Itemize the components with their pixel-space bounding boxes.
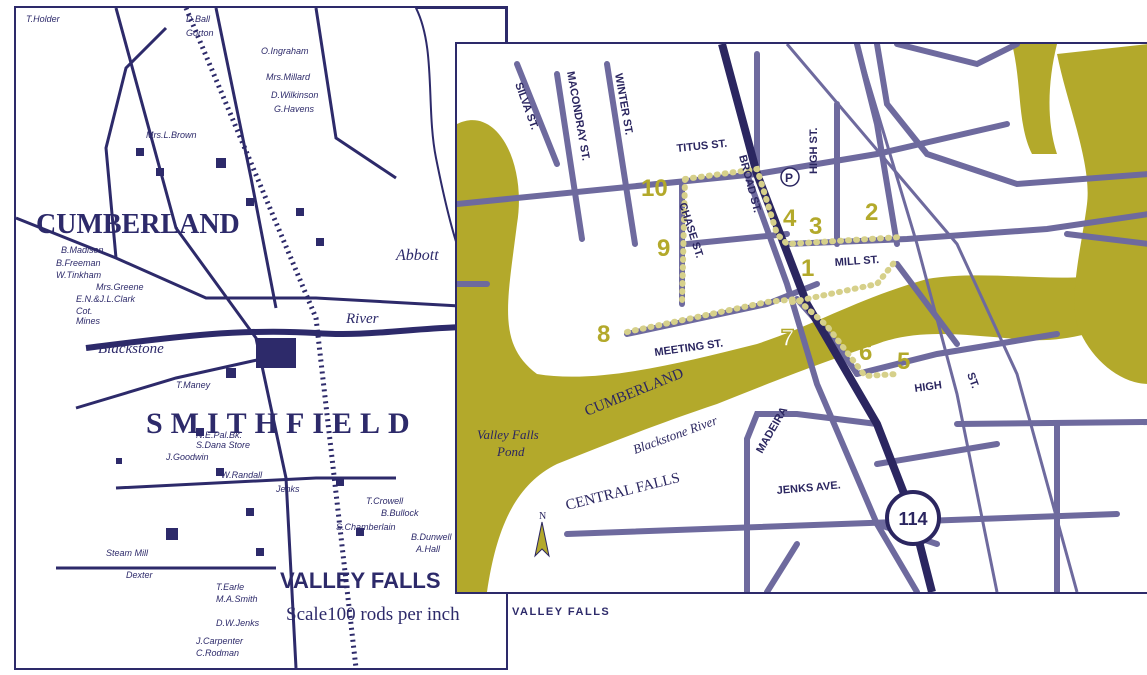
historic-railroad <box>183 8 359 668</box>
historic-label-abbott: Abbott <box>395 247 439 264</box>
owner-name: B.Freeman <box>56 258 101 268</box>
street-label: TITUS ST. <box>676 138 728 155</box>
stop-marker-8: 8 <box>597 321 610 348</box>
owner-name: C.Rodman <box>196 648 239 658</box>
owner-name: J.Carpenter <box>195 636 244 646</box>
owner-name: Mrs.L.Brown <box>146 130 197 140</box>
stop-marker-6: 6 <box>859 339 872 366</box>
owner-name: G.Havens <box>274 104 315 114</box>
east-water <box>1057 44 1147 384</box>
owner-name: Mrs.Greene <box>96 282 144 292</box>
historic-label-river: River <box>345 311 379 327</box>
owner-name: Mrs.Millard <box>266 72 311 82</box>
owner-name: Gorton <box>186 28 214 38</box>
historic-map: CUMBERLAND SMITHFIELD Blackstone River A… <box>14 6 508 670</box>
walking-route <box>624 165 905 380</box>
place-label-central-falls: CENTRAL FALLS <box>564 470 681 514</box>
historic-label-valley-falls: VALLEY FALLS <box>280 568 441 593</box>
owner-name: T.Holder <box>26 14 61 24</box>
stop-marker-7: 7 <box>781 325 794 352</box>
blackstone-river-water <box>457 120 1147 592</box>
map-caption: VALLEY FALLS <box>512 606 611 618</box>
owner-name: D.Ball <box>186 14 211 24</box>
stop-marker-5: 5 <box>897 348 910 375</box>
historic-blackstone-river <box>85 323 506 351</box>
parking-label: P <box>785 171 793 185</box>
route-114-shield <box>885 490 941 546</box>
owner-name: W.Tinkham <box>56 270 102 280</box>
owner-name: Cot. <box>76 306 93 316</box>
stop-marker-2: 2 <box>865 199 878 226</box>
owner-name: S.Dana Store <box>196 440 250 450</box>
owner-name: B.Madison <box>61 245 104 255</box>
owner-name: Steam Mill <box>106 548 149 558</box>
north-water <box>1012 44 1057 154</box>
owner-name: Mines <box>76 316 101 326</box>
historic-owner-names: T.Holder D.Ball Gorton O.Ingraham Mrs.Mi… <box>26 14 453 658</box>
stop-marker-10: 10 <box>641 175 668 202</box>
owner-name: O.Ingraham <box>261 46 309 56</box>
owner-name: M.A.Smith <box>216 594 258 604</box>
street-label: HIGH <box>914 379 943 395</box>
owner-name: J.Goodwin <box>165 452 209 462</box>
owner-name: T.Crowell <box>366 496 404 506</box>
owner-name: N.E.Pal.Bk. <box>196 430 242 440</box>
street-label: MILL ST. <box>834 254 879 269</box>
owner-name: D.W.Jenks <box>216 618 260 628</box>
modern-map: SILVA ST. MACONDRAY ST. WINTER ST. TITUS… <box>455 42 1147 594</box>
stop-marker-1: 1 <box>801 255 814 282</box>
owner-name: S.Chamberlain <box>336 522 396 532</box>
north-label: N <box>539 511 546 522</box>
owner-name: W.Randall <box>221 470 263 480</box>
owner-name: T.Maney <box>176 380 211 390</box>
historic-label-blackstone: Blackstone <box>98 341 164 357</box>
north-arrow-icon <box>534 521 550 558</box>
owner-name: B.Dunwell <box>411 532 453 542</box>
historic-town-cumberland: CUMBERLAND <box>36 209 240 240</box>
historic-map-drawing: CUMBERLAND SMITHFIELD Blackstone River A… <box>16 8 506 668</box>
stop-marker-4: 4 <box>783 205 797 232</box>
street-label: JENKS AVE. <box>776 479 841 497</box>
historic-buildings <box>116 148 364 556</box>
modern-streets <box>457 44 1147 592</box>
modern-railroads <box>785 44 1079 592</box>
owner-name: D.Wilkinson <box>271 90 318 100</box>
place-label-pond: Pond <box>496 444 525 459</box>
stop-marker-3: 3 <box>809 213 822 240</box>
place-label-valley-falls-pond: Valley Falls <box>477 427 539 442</box>
tour-stops: 1 2 3 4 5 6 7 8 9 10 <box>597 175 910 375</box>
historic-town-smithfield: SMITHFIELD <box>146 407 418 440</box>
owner-name: E.N.&J.L.Clark <box>76 294 136 304</box>
owner-name: Dexter <box>126 570 154 580</box>
stop-marker-9: 9 <box>657 235 670 262</box>
historic-scale: Scale100 rods per inch <box>286 604 460 625</box>
owner-name: T.Earle <box>216 582 244 592</box>
owner-name: A.Hall <box>415 544 441 554</box>
owner-name: Jenks <box>275 484 300 494</box>
historic-roads <box>16 8 497 668</box>
street-label: HIGH ST. <box>808 128 820 174</box>
parking-icon <box>780 167 800 187</box>
modern-map-drawing: SILVA ST. MACONDRAY ST. WINTER ST. TITUS… <box>457 44 1147 592</box>
owner-name: B.Bullock <box>381 508 419 518</box>
route-114-label: 114 <box>898 509 927 529</box>
street-label: ST. <box>964 371 981 390</box>
